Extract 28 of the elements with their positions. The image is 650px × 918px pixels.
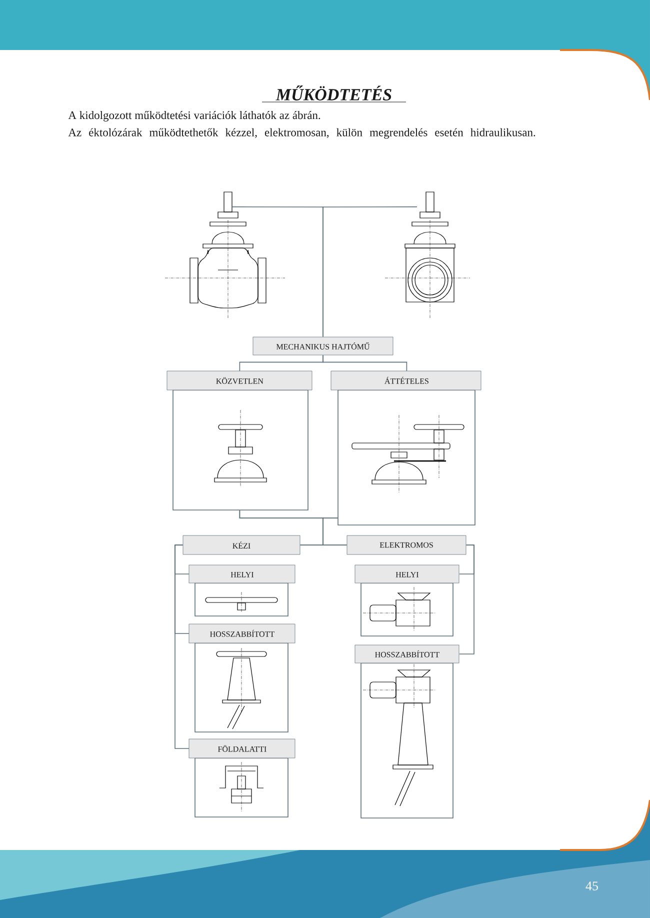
connector-line xyxy=(322,354,408,372)
label-box: KÉZI xyxy=(182,535,300,555)
page-number: 45 xyxy=(586,882,598,890)
connector-line xyxy=(322,518,348,546)
paragraph: A kidolgozott működtetési variációk láthatók az ábrán. xyxy=(68,111,320,122)
card: KÖZVETLEN xyxy=(166,370,312,510)
title: MŰKÖDTETÉS xyxy=(262,86,406,102)
card: HELYI xyxy=(188,564,296,616)
node-label: HELYI xyxy=(396,572,419,578)
card: HOSSZABBÍTOTT xyxy=(188,624,296,732)
card: HELYI xyxy=(354,564,460,636)
label-box: ELEKTROMOS xyxy=(346,535,466,555)
card: FÖLDALATTI xyxy=(188,738,296,818)
card: HOSSZABBÍTOTT xyxy=(354,644,460,818)
card: ÁTTÉTELES xyxy=(330,370,482,526)
node-label: HOSSZABBÍTOTT xyxy=(375,650,440,658)
label-box: MECHANIKUS HAJTÓMŰ xyxy=(252,336,394,356)
connector-line xyxy=(459,544,474,654)
connector-line xyxy=(322,206,418,338)
node-label: ÁTTÉTELES xyxy=(384,376,428,384)
picture xyxy=(164,192,286,318)
node-label: HOSSZABBÍTOTT xyxy=(210,630,274,637)
picture xyxy=(384,192,470,318)
node-label: FÖLDALATTI xyxy=(218,745,266,752)
paragraph: Az éktolózárak működtethetők kézzel, elektromosan, külön megrendelés esetén hidraulikusan. xyxy=(68,128,536,139)
connector-line xyxy=(174,544,190,749)
node-label: HELYI xyxy=(230,572,254,578)
node-label: KÖZVETLEN xyxy=(216,377,264,384)
